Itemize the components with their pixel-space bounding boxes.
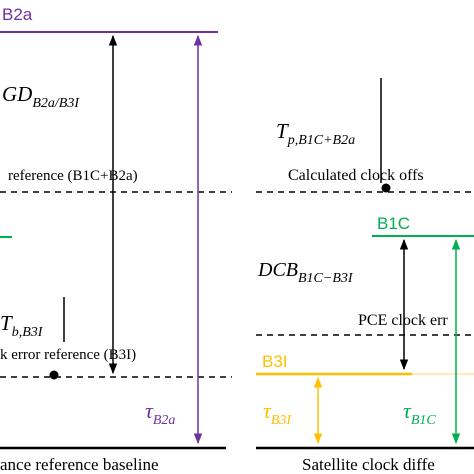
left-panel: B2a GDB2a/B3I reference (B1C+B2a) Tb,B3I… — [0, 5, 232, 474]
calc-offset-text: Calculated clock offs — [288, 167, 424, 184]
right-baseline-text: Satellite clock diffe — [302, 455, 435, 474]
b2a-label: B2a — [2, 5, 33, 24]
tp-label: Tp,B1C+B2a — [276, 119, 355, 148]
right-panel: Tp,B1C+B2a Calculated clock offs B1C DCB… — [256, 78, 474, 474]
b1c-label: B1C — [377, 214, 410, 233]
tau-b2a-label: τB2a — [145, 398, 175, 428]
tau-b3i-label: τB3I — [263, 398, 292, 428]
ref-b1c-b2a-text: reference (B1C+B2a) — [8, 168, 138, 184]
tgd-label: GDB2a/B3I — [2, 82, 80, 111]
tb-label: Tb,B3I — [0, 311, 44, 340]
ref-b3i-dot — [49, 370, 59, 380]
calc-offset-dot — [381, 183, 391, 193]
pce-ref-text: PCE clock err — [358, 312, 448, 329]
tau-b1c-label: τB1C — [403, 398, 436, 428]
left-baseline-text: ance reference baseline — [0, 455, 159, 474]
dcb-label: DCBB1C−B3I — [257, 259, 354, 286]
b3i-label: B3I — [262, 352, 288, 371]
ref-b3i-text: k error reference (B3I) — [0, 347, 136, 363]
